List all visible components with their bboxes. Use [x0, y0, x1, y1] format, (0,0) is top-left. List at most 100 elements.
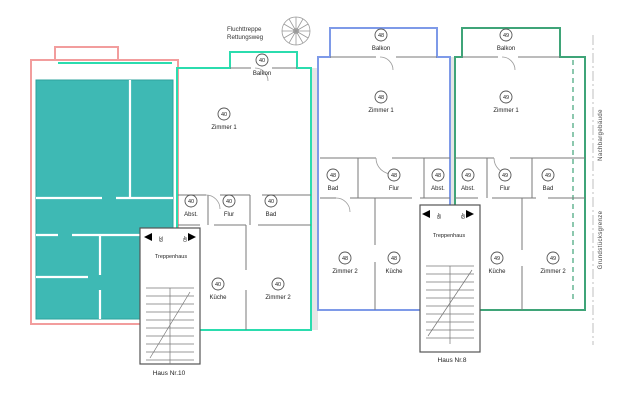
unit-number: 48	[342, 256, 348, 262]
unit-number: 49	[545, 173, 551, 179]
unit-number: 40	[188, 199, 194, 205]
unit-badge	[490, 251, 504, 265]
unit-number: 40	[268, 199, 274, 205]
unit-badge	[374, 90, 388, 104]
unit-badge	[387, 168, 401, 182]
room-label-zimmer2: Zimmer 2	[265, 295, 291, 301]
unit-badge	[461, 168, 475, 182]
boundary-label-grundstuecksgrenze: Grundstücksgrenze	[598, 210, 604, 269]
room-label-flur: Flur	[500, 186, 510, 192]
room-label-balkon: Balkon	[253, 71, 271, 77]
unit-badge	[211, 277, 225, 291]
room-label-kueche: Küche	[488, 269, 506, 275]
unit-number: 49	[503, 95, 509, 101]
unit-badge	[499, 90, 513, 104]
unit-number: 49	[503, 33, 509, 39]
spiral-stair-spokes	[282, 17, 310, 45]
unit-number: 40	[221, 112, 227, 118]
apartment-39-interior-walls	[36, 80, 173, 319]
boundary-lines	[572, 35, 594, 345]
unit-number: 40	[226, 199, 232, 205]
unit-badge	[541, 168, 555, 182]
entrance-arrow-icon	[466, 210, 474, 218]
boundary-label-nachbargebaeude: Nachbargebäude	[598, 109, 604, 161]
apartment-48-labels: 48 Balkon 48 Zimmer 1 48 Bad 48 Flur 48 …	[326, 28, 445, 275]
unit-number: 48	[435, 173, 441, 179]
party-wall	[450, 57, 455, 310]
unit-badge	[271, 277, 285, 291]
unit-badge	[326, 168, 340, 182]
apartment-49-labels: 49 Balkon 49 Zimmer 1 49 Abst. 49 Flur 4…	[461, 28, 566, 275]
room-label-bad: Bad	[266, 212, 277, 218]
house-left-label: Haus Nr.10	[153, 370, 186, 377]
party-wall	[311, 68, 318, 330]
room-label-bad: Bad	[328, 186, 339, 192]
unit-number: 40	[215, 282, 221, 288]
apartment-40-labels: 40 Balkon 40 Zimmer 1 40 Abst. 40 Flur 4…	[184, 53, 291, 301]
unit-badge	[387, 251, 401, 265]
room-label-zimmer2: Zimmer 2	[332, 269, 358, 275]
entrance-arrow-icon	[422, 210, 430, 218]
room-label-bad: Bad	[543, 186, 554, 192]
apartment-40-outline	[176, 51, 312, 331]
unit-number: 40	[275, 282, 281, 288]
spiral-escape-stair	[281, 16, 311, 46]
room-label-balkon: Balkon	[372, 46, 390, 52]
room-label-zimmer1: Zimmer 1	[493, 108, 519, 114]
unit-number: 49	[465, 173, 471, 179]
unit-number: 49	[494, 256, 500, 262]
unit-badge	[374, 28, 388, 42]
room-label-kueche: Küche	[209, 295, 227, 301]
room-label-abst: Abst.	[461, 186, 475, 192]
unit-number: 40	[259, 58, 265, 64]
unit-badge	[222, 194, 236, 208]
room-label-abst: Abst.	[431, 186, 445, 192]
stair-unit-number: 49	[459, 213, 465, 219]
apartment-49-outline	[454, 27, 586, 311]
unit-number: 48	[391, 256, 397, 262]
party-walls	[311, 57, 455, 330]
entrance-arrow-icon	[188, 233, 196, 241]
unit-number: 48	[378, 95, 384, 101]
apartment-49	[454, 27, 586, 311]
unit-badge	[264, 194, 278, 208]
unit-badge	[217, 107, 231, 121]
unit-number: 48	[378, 33, 384, 39]
escape-route-label-line1: Fluchttreppe	[227, 26, 262, 33]
stair-unit-number: 40	[181, 236, 187, 242]
stairwell-right-treads	[426, 265, 474, 344]
apartment-49-interior-walls	[455, 56, 585, 310]
spiral-stair-center	[293, 28, 299, 34]
unit-badge	[184, 194, 198, 208]
room-label-balkon: Balkon	[497, 46, 515, 52]
stair-unit-number: 48	[435, 213, 441, 219]
apartment-39-highlighted	[30, 46, 179, 325]
unit-badge	[431, 168, 445, 182]
unit-number: 48	[330, 173, 336, 179]
apartment-48-interior-walls	[320, 56, 450, 310]
unit-number: 49	[550, 256, 556, 262]
stair-unit-number: 39	[157, 236, 163, 242]
room-label-flur: Flur	[389, 186, 399, 192]
apartment-39-balcony-outline	[54, 46, 119, 61]
unit-badge	[338, 251, 352, 265]
room-label-kueche: Küche	[385, 269, 403, 275]
apartment-40	[176, 51, 312, 331]
escape-route-label-line2: Rettungsweg	[227, 34, 264, 41]
unit-badge	[498, 168, 512, 182]
stairwell-left: 39 40 Treppenhaus Haus Nr.10	[139, 227, 201, 377]
room-label-flur: Flur	[224, 212, 234, 218]
unit-number: 49	[502, 173, 508, 179]
room-label-zimmer1: Zimmer 1	[211, 125, 237, 131]
stairwell-right-label: Treppenhaus	[433, 233, 465, 239]
stairwell-left-treads	[146, 287, 194, 364]
unit-badge	[546, 251, 560, 265]
room-label-abst: Abst.	[184, 212, 198, 218]
house-right-label: Haus Nr.8	[438, 357, 467, 364]
unit-badge	[255, 53, 269, 67]
unit-number: 48	[391, 173, 397, 179]
room-label-zimmer2: Zimmer 2	[540, 269, 566, 275]
door-swing-arcs	[205, 56, 516, 213]
